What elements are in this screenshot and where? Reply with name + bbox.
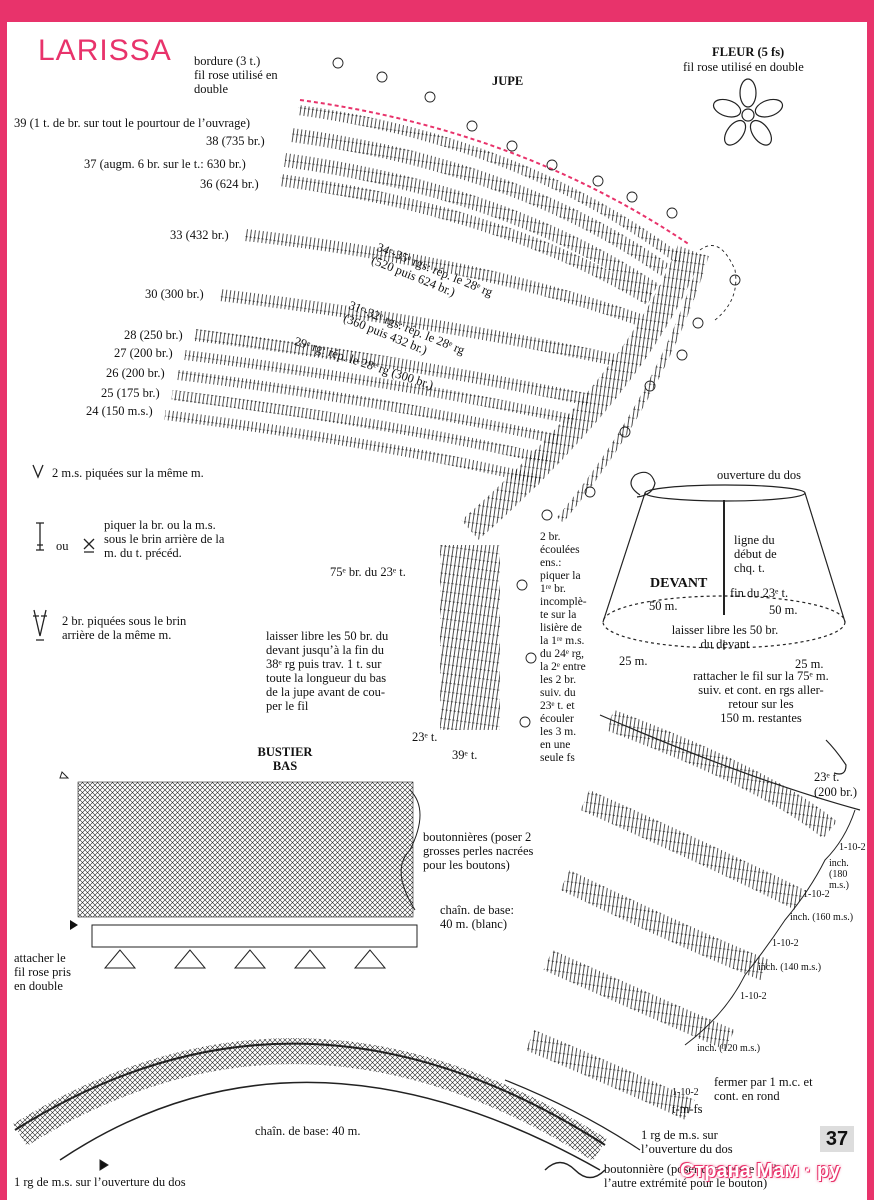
devant-25m-right: 25 m.	[795, 657, 824, 671]
legend-v2-text: 2 br. piquées sous le brin arrière de la…	[62, 614, 187, 642]
right-inc-4: 1-10-2	[740, 991, 767, 1002]
row-label-30: 30 (300 br.)	[145, 287, 204, 301]
bottom-arc-diagram	[13, 1038, 607, 1179]
note-75-br: 75ᵉ br. du 23ᵉ t.	[330, 565, 406, 579]
row-label-33: 33 (432 br.)	[170, 228, 229, 242]
row-label-36: 36 (624 br.)	[200, 177, 259, 191]
page-title: LARISSA	[38, 34, 172, 67]
label-39-t: 39ᵉ t.	[452, 748, 478, 762]
legend-symbols	[32, 464, 95, 641]
right-inch-140: inch. (140 m.s.)	[758, 962, 822, 973]
right-inch-180: inch. (180 m.s.)	[829, 858, 849, 891]
devant-ligne: ligne du début de chq. t.	[734, 533, 777, 575]
devant-laisser: laisser libre les 50 br. du devant	[671, 623, 779, 651]
watermark: Страна Мам · ру	[680, 1160, 841, 1182]
flower-icon	[712, 78, 784, 146]
right-tmfs: t-m-fs	[672, 1102, 703, 1116]
row-label-39: 39 (1 t. de br. sur tout le pourtour de …	[14, 116, 251, 130]
note-laisser: laisser libre les 50 br. du devant jusqu…	[266, 629, 389, 713]
right-inc-2: 1-10-2	[803, 889, 830, 900]
bordure-note: bordure (3 t.) fil rose utilisé en doubl…	[194, 54, 278, 96]
right-200-br: (200 br.)	[814, 785, 858, 799]
bottom-rg-dos-right: 1 rg de m.s. sur l’ouverture du dos	[641, 1128, 733, 1156]
right-inch-120: inch. (120 m.s.)	[697, 1043, 761, 1054]
devant-50m-right: 50 m.	[769, 603, 798, 617]
legend-ou: ou	[56, 539, 69, 553]
bustier-diagram	[59, 771, 421, 969]
jupe-title: JUPE	[492, 74, 524, 88]
right-arc-diagram	[504, 709, 861, 1151]
devant-50m-left: 50 m.	[649, 599, 678, 613]
bustier-chain: chaîn. de base: 40 m. (blanc)	[440, 903, 514, 931]
devant-schematic	[602, 471, 847, 775]
legend-v-text: 2 m.s. piquées sur la même m.	[52, 466, 204, 480]
devant-rattacher: rattacher le fil sur la 75ᵉ m. suiv. et …	[693, 669, 829, 725]
devant-ouverture: ouverture du dos	[717, 468, 802, 482]
jupe-diagram	[164, 99, 709, 730]
row-label-24: 24 (150 m.s.)	[86, 404, 153, 418]
right-inch-160: inch. (160 m.s.)	[790, 912, 854, 923]
note-ecoulees: 2 br. écoulées ens.: piquer la 1ʳᵉ br. i…	[540, 531, 587, 764]
fleur-subtitle: fil rose utilisé en double	[683, 60, 804, 74]
bottom-boutonniere: boutonnière (poser une grosse perle à l’…	[604, 1162, 792, 1190]
bottom-rg-dos: 1 rg de m.s. sur l’ouverture du dos	[14, 1175, 186, 1189]
fleur-title: FLEUR (5 fs)	[712, 45, 785, 59]
row-label-25: 25 (175 br.)	[101, 386, 160, 400]
right-inc-1: 1-10-2	[839, 842, 866, 853]
right-23-t: 23ᵉ t.	[814, 770, 840, 784]
bustier-attacher: attacher le fil rose pris en double	[14, 951, 71, 993]
right-fermer: fermer par 1 m.c. et cont. en rond	[714, 1075, 813, 1103]
legend-piquer-text: piquer la br. ou la m.s. sous le brin ar…	[104, 518, 225, 560]
jupe-scallops	[332, 57, 741, 728]
page-number: 37	[820, 1126, 854, 1152]
devant-25m-left: 25 m.	[619, 654, 648, 668]
bustier-boutonnieres: boutonnières (poser 2 grosses perles nac…	[423, 830, 534, 872]
row-label-28: 28 (250 br.)	[124, 328, 183, 342]
bottom-chain: chaîn. de base: 40 m.	[255, 1124, 361, 1138]
right-inc-3: 1-10-2	[772, 938, 799, 949]
row-label-37: 37 (augm. 6 br. sur le t.: 630 br.)	[84, 157, 246, 171]
row-label-38: 38 (735 br.)	[206, 134, 265, 148]
devant-title: DEVANT	[650, 576, 708, 591]
label-23-t: 23ᵉ t.	[412, 730, 438, 744]
row-label-27: 27 (200 br.)	[114, 346, 173, 360]
row-label-26: 26 (200 br.)	[106, 366, 165, 380]
right-inc-5: 1-10-2	[672, 1087, 699, 1098]
devant-fin: fin du 23ᵉ t.	[730, 586, 789, 600]
bustier-title: BUSTIER BAS	[257, 745, 313, 773]
